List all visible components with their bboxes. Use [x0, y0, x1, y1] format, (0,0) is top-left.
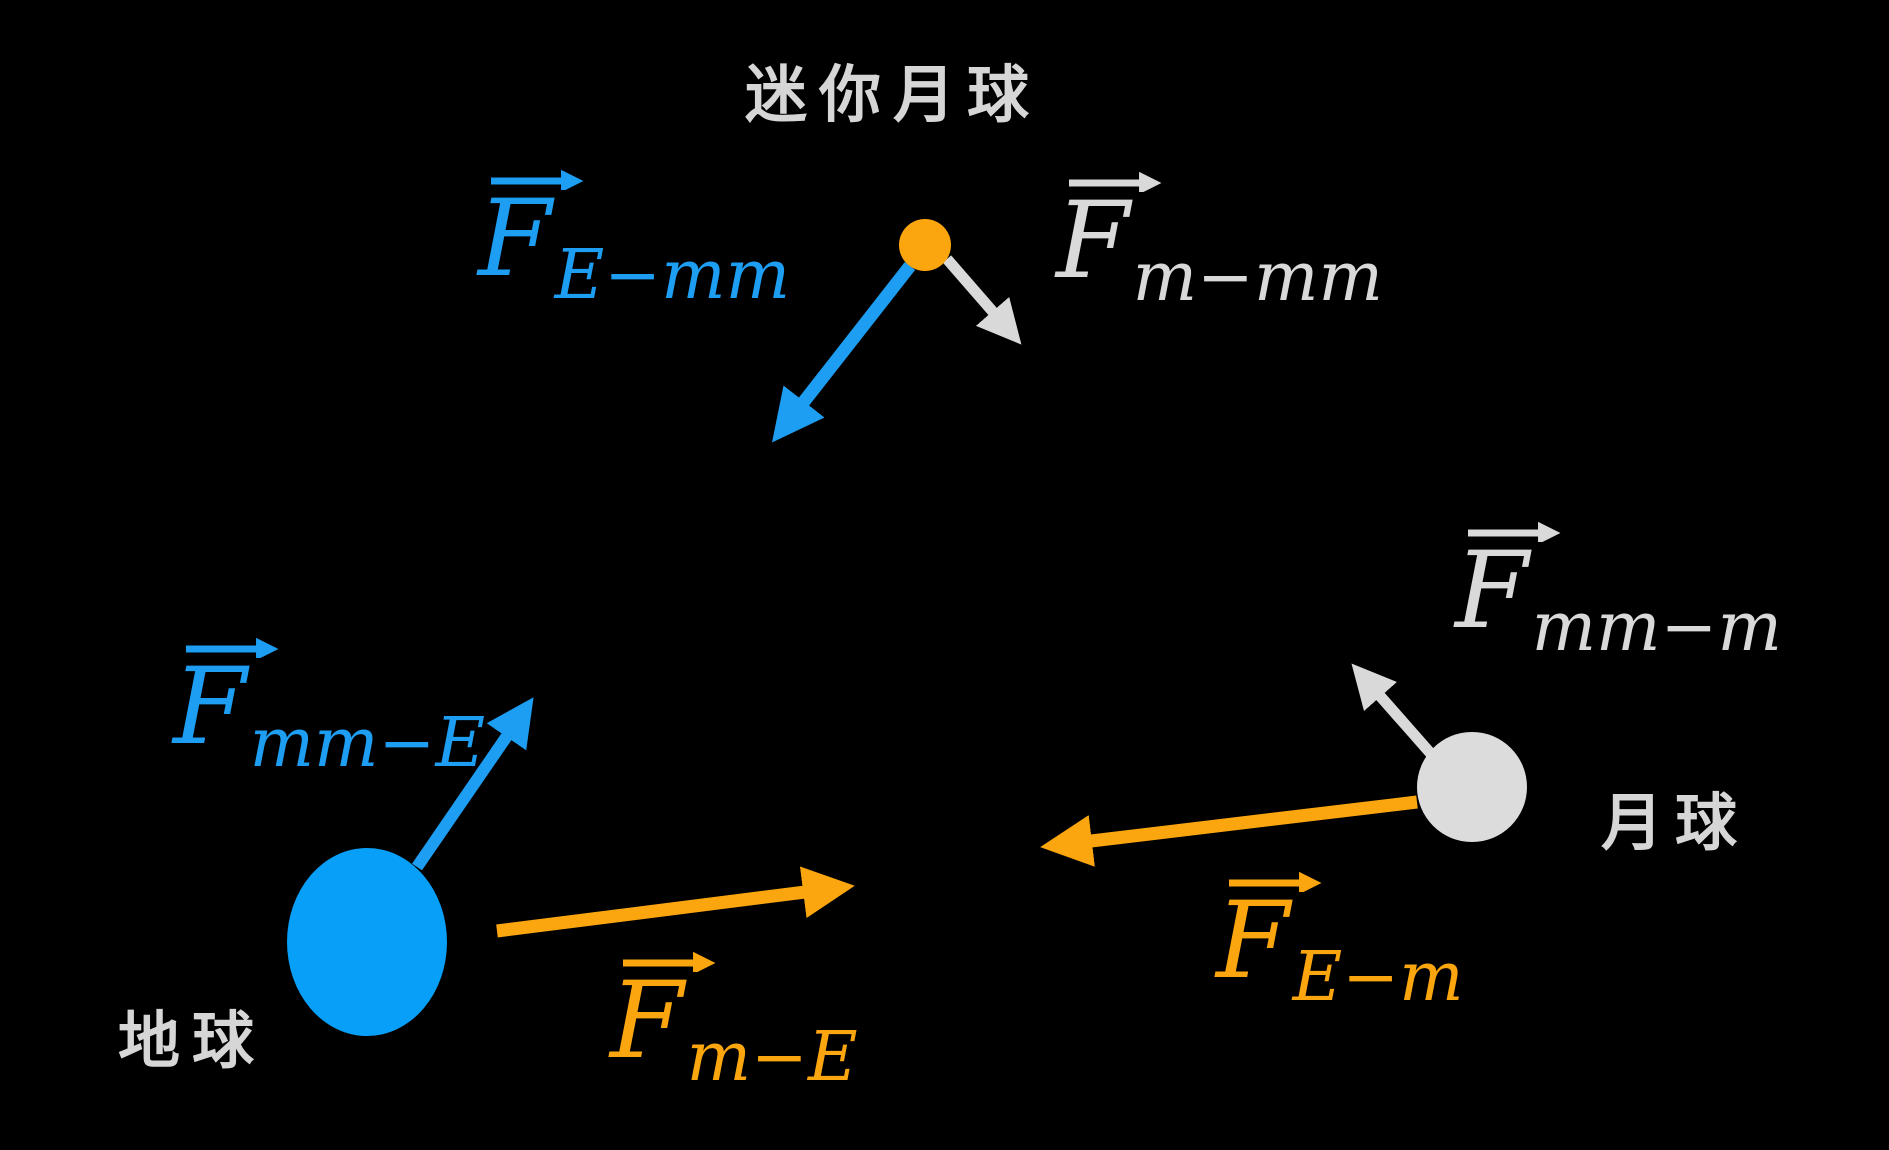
force-label-moon-on-earth: Fm−E	[610, 948, 858, 1092]
earth-circle	[287, 848, 447, 1036]
force-symbol: F	[1455, 529, 1529, 652]
force-subscript: mm−m	[1531, 588, 1782, 667]
force-subscript: E−m	[1292, 938, 1464, 1017]
force-subscript: m−mm	[1132, 238, 1383, 317]
mini-moon-label: 迷你月球	[745, 61, 1042, 130]
vector-hat-icon	[1069, 171, 1162, 192]
force-symbol: F	[173, 645, 247, 768]
force-subscript: mm−E	[249, 704, 486, 783]
force-symbol: F	[610, 959, 684, 1082]
force-subscript: m−E	[686, 1018, 858, 1097]
force-subscript: E−mm	[554, 236, 791, 315]
vector-hat-icon	[186, 637, 279, 658]
moon-pull-on-earth-arrow	[496, 866, 855, 938]
force-label-minimoon-on-earth: Fmm−E	[173, 634, 485, 778]
earth-pull-on-moon-arrow	[1040, 795, 1418, 867]
force-symbol: F	[478, 177, 552, 300]
vector-hat-icon	[623, 951, 716, 972]
force-symbol: F	[1216, 879, 1290, 1002]
moon-circle	[1417, 732, 1527, 842]
force-symbol: F	[1056, 179, 1130, 302]
force-label-earth-on-minimoon: FE−mm	[478, 166, 790, 310]
vector-hat-icon	[1229, 871, 1322, 892]
minimoon-pull-on-earth-arrow	[412, 697, 534, 871]
force-label-earth-on-moon: FE−m	[1216, 868, 1464, 1012]
earth-label: 地球	[118, 1007, 267, 1076]
force-label-moon-on-minimoon: Fm−mm	[1056, 168, 1383, 312]
vector-hat-icon	[1468, 521, 1561, 542]
moon-pull-on-minimoon-arrow	[942, 255, 1022, 345]
minimoon-pull-on-moon-arrow	[1351, 663, 1437, 759]
earth-pull-on-minimoon-arrow	[771, 261, 916, 443]
mini-moon-circle	[899, 219, 951, 271]
vector-hat-icon	[491, 169, 584, 190]
moon-label: 月球	[1601, 789, 1750, 858]
force-label-minimoon-on-moon: Fmm−m	[1455, 518, 1782, 662]
